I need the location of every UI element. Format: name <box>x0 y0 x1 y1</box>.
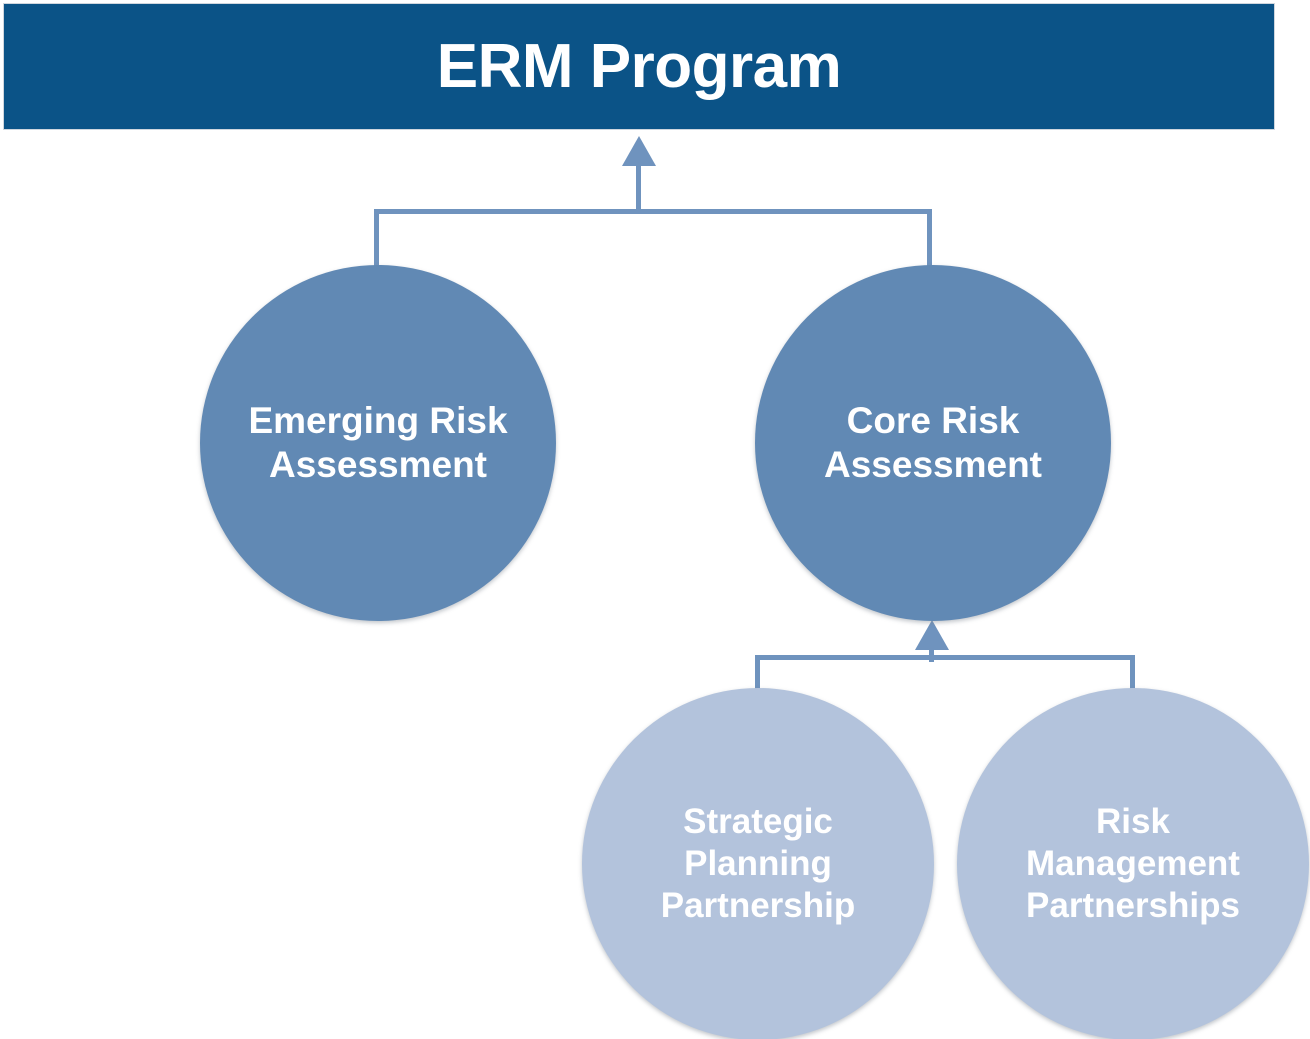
node-label: Risk Management Partnerships <box>1026 802 1240 925</box>
node-strategic-planning-partnership[interactable]: Strategic Planning Partnership <box>582 688 934 1039</box>
node-label: Emerging Risk Assessment <box>248 399 508 485</box>
erm-program-banner[interactable]: ERM Program <box>3 3 1275 130</box>
node-label: Strategic Planning Partnership <box>660 802 856 925</box>
connector-drop-right <box>1130 655 1135 701</box>
node-core-risk-assessment[interactable]: Core Risk Assessment <box>755 265 1111 621</box>
connector-horizontal-bar <box>755 655 1135 660</box>
connector-horizontal-bar <box>374 209 932 214</box>
page-title: ERM Program <box>436 31 842 101</box>
node-label: Core Risk Assessment <box>823 399 1042 485</box>
connector-stem-vertical <box>636 164 641 214</box>
node-emerging-risk-assessment[interactable]: Emerging Risk Assessment <box>200 265 556 621</box>
arrow-up-icon <box>915 620 949 650</box>
connector-drop-right <box>927 209 932 277</box>
arrow-up-icon <box>622 136 656 166</box>
node-risk-management-partnerships[interactable]: Risk Management Partnerships <box>957 688 1309 1039</box>
connector-drop-left <box>755 655 760 701</box>
connector-drop-left <box>374 209 379 277</box>
